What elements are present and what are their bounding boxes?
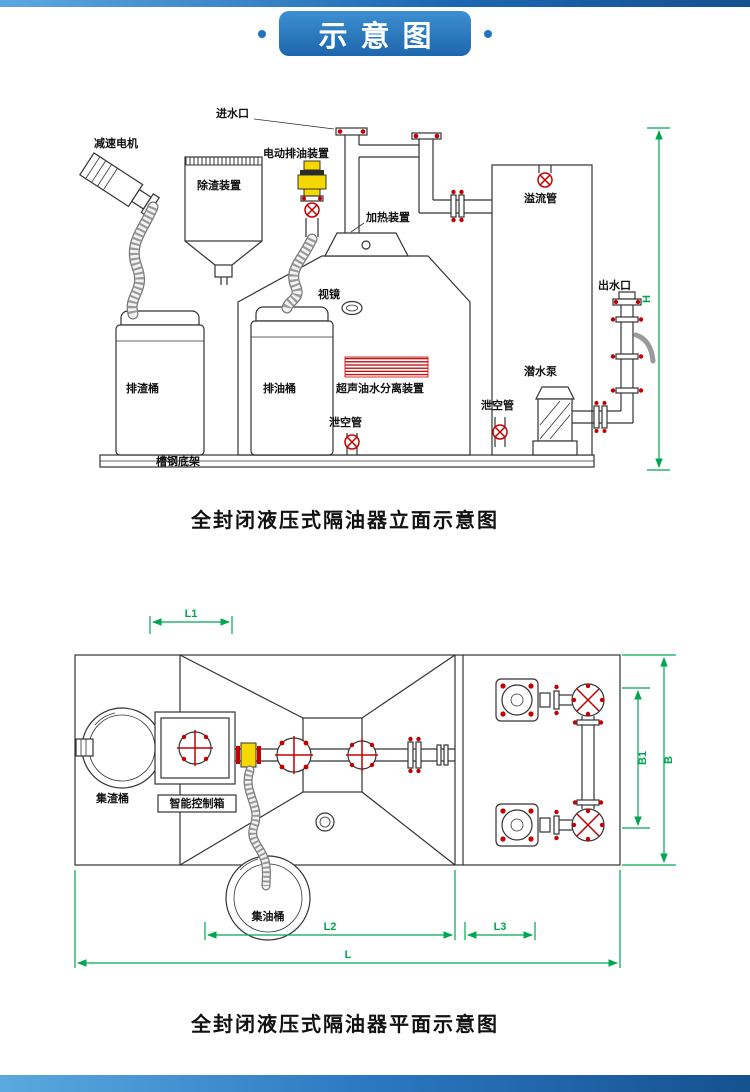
label-electric-oil-discharge: 电动排油装置 [263, 146, 329, 160]
pump-connection-top [495, 678, 605, 722]
sight-glass [341, 300, 363, 316]
label-overflow-pipe: 溢流管 [524, 191, 557, 205]
label-slag-barrel: 排渣桶 [126, 381, 159, 395]
dim-b: B [660, 657, 675, 863]
drain-valve-right-icon [492, 424, 508, 440]
label-steel-base: 槽钢底架 [156, 454, 200, 468]
dim-l3: L3 [467, 921, 533, 939]
elevation-caption: 全封闭液压式隔油器立面示意图 [191, 510, 499, 532]
ultrasonic-separator [344, 356, 429, 378]
label-heating-device: 加热装置 [365, 210, 410, 224]
oil-barrel [250, 306, 334, 456]
slag-discharge-hose [126, 201, 159, 320]
plan-diagram: L1 L2 L3 L B1 B 集渣桶 智能控制箱 集油桶 [74, 608, 676, 968]
dim-l-label: L [345, 949, 352, 961]
dim-h-label: H [641, 295, 653, 303]
label-oil-barrel: 排油桶 [263, 381, 296, 395]
dim-l: L [77, 949, 618, 967]
dim-b1-label: B1 [637, 751, 649, 765]
pump-connection-bottom [495, 803, 605, 847]
plan-pipe-flanges [407, 736, 449, 774]
control-box [154, 711, 237, 813]
drain-valve-left-icon [344, 434, 360, 450]
slag-removal-hopper [184, 156, 263, 285]
tank-cap [324, 232, 409, 257]
page-title: 示意图 [279, 11, 471, 56]
label-gear-motor: 减速电机 [94, 136, 138, 150]
title-right-dot [483, 29, 492, 38]
label-drain-left: 泄空管 [329, 415, 362, 429]
dim-extension-lines [74, 654, 676, 968]
slag-barrel [115, 310, 205, 456]
overflow-pipe [537, 165, 553, 188]
dim-h: H [641, 127, 670, 471]
dim-b1: B1 [634, 690, 649, 826]
header: 示意图 [0, 11, 750, 56]
label-control-box: 智能控制箱 [170, 796, 225, 810]
oil-collect-hose [243, 765, 271, 891]
label-outlet: 出水口 [598, 278, 631, 292]
label-inlet: 进水口 [216, 106, 249, 120]
drain-pipe-right [492, 417, 508, 447]
dim-l2-label: L2 [324, 921, 337, 933]
dim-l1: L1 [149, 608, 233, 634]
gear-motor [79, 152, 160, 217]
footer-bar [0, 1075, 750, 1092]
label-submersible-pump: 潜水泵 [524, 364, 557, 378]
valve-handle [633, 332, 656, 364]
overflow-flange-icon [537, 172, 553, 188]
oil-discharge-hose [281, 233, 318, 314]
elevation-diagram: H 进水口 减速电机 电动排油装置 除渣装置 加热装置 溢流管 视镜 出水口 排… [79, 106, 670, 471]
plan-flange-2 [346, 739, 378, 771]
electric-oil-discharge-device [297, 160, 327, 237]
outlet-riser [610, 291, 656, 423]
plan-flange-1 [275, 736, 313, 774]
label-oil-collect-barrel: 集油桶 [251, 909, 285, 923]
plan-caption: 全封闭液压式隔油器平面示意图 [191, 1014, 499, 1036]
dim-b-label: B [663, 756, 675, 764]
label-sight-glass: 视镜 [318, 287, 340, 301]
plan-valve [236, 742, 261, 768]
top-accent-bar [0, 0, 750, 7]
slag-collect-barrel [75, 707, 163, 789]
label-slag-removal: 除渣装置 [197, 178, 241, 192]
submersible-pump [532, 386, 633, 456]
riser-pipe-plan [572, 716, 604, 809]
dim-l1-label: L1 [185, 608, 198, 620]
title-left-dot [258, 29, 267, 38]
inlet-piping [335, 127, 492, 233]
oil-collect-barrel [225, 855, 311, 941]
label-drain-right: 泄空管 [481, 398, 514, 412]
dim-l3-label: L3 [494, 921, 507, 933]
label-ultrasonic: 超声油水分离装置 [335, 381, 424, 395]
oil-valve-icon [304, 202, 320, 218]
dim-l2: L2 [207, 921, 453, 939]
label-slag-collect-barrel: 集渣桶 [95, 791, 129, 805]
